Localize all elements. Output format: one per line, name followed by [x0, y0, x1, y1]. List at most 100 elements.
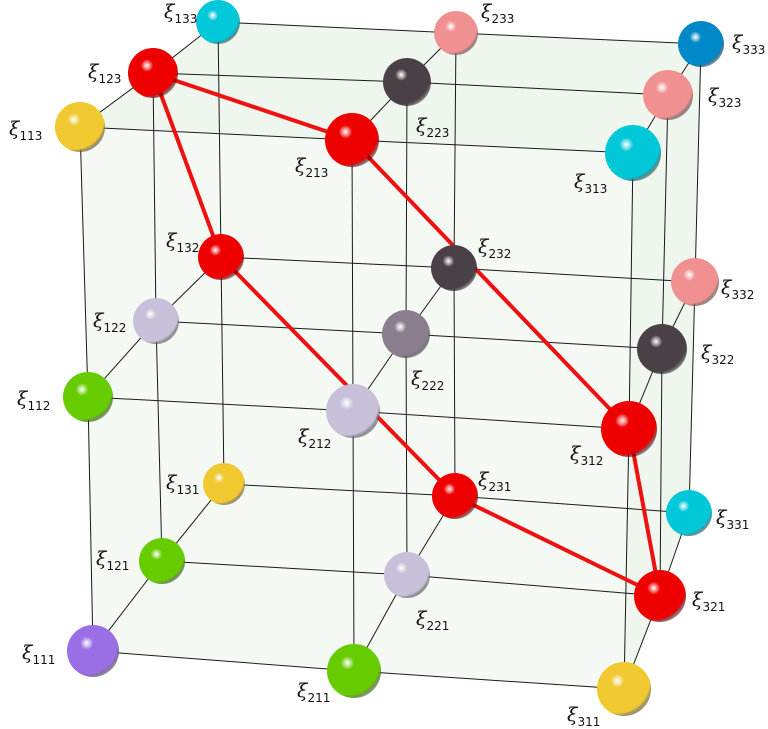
label-subscript: 333 — [742, 43, 765, 57]
grid-edge — [351, 139, 354, 412]
label-symbol: ξ — [295, 155, 307, 177]
grid-edge — [79, 126, 89, 398]
node-211-sphere — [327, 644, 381, 698]
label-subscript: 133 — [174, 12, 197, 26]
grid-edge — [351, 139, 634, 154]
grid-edge — [453, 267, 456, 497]
node-321-sphere — [634, 570, 686, 622]
grid-edge — [405, 333, 408, 576]
grid-edge — [352, 410, 355, 672]
node-211-label: ξ211 — [297, 680, 330, 705]
node-133-label: ξ133 — [164, 1, 197, 26]
label-symbol: ξ — [716, 507, 728, 529]
node-223-label: ξ223 — [416, 115, 449, 140]
label-subscript: 231 — [488, 480, 511, 494]
grid-edge — [455, 32, 702, 45]
grid-edge — [220, 256, 225, 485]
grid-edge — [694, 43, 702, 283]
grid-edge — [688, 281, 696, 514]
node-132-sphere — [198, 234, 244, 280]
label-subscript: 222 — [421, 379, 444, 393]
label-subscript: 321 — [702, 600, 725, 614]
node-222-sphere — [382, 310, 430, 358]
node-213-sphere — [325, 113, 379, 167]
grid-edge — [454, 495, 690, 514]
label-subscript: 323 — [718, 96, 741, 110]
label-symbol: ξ — [416, 115, 428, 137]
node-122-sphere — [133, 298, 179, 344]
label-subscript: 223 — [426, 126, 449, 140]
label-symbol: ξ — [166, 472, 178, 494]
node-131-sphere — [203, 463, 245, 505]
node-123-sphere — [128, 48, 178, 98]
label-subscript: 221 — [426, 619, 449, 633]
grid-edge — [155, 320, 163, 562]
grid-edge — [79, 126, 353, 141]
node-113-sphere — [55, 102, 105, 152]
label-symbol: ξ — [298, 426, 310, 448]
grid-edge — [353, 670, 625, 690]
label-symbol: ξ — [732, 32, 744, 54]
node-222-label: ξ222 — [411, 368, 444, 393]
label-symbol: ξ — [22, 642, 34, 664]
node-331-sphere — [666, 490, 712, 536]
node-213-label: ξ213 — [295, 155, 328, 180]
grid-edge — [659, 348, 663, 597]
node-321-label: ξ321 — [692, 589, 725, 614]
label-subscript: 111 — [32, 653, 55, 667]
node-233-label: ξ233 — [481, 1, 514, 26]
label-symbol: ξ — [692, 589, 704, 611]
node-313-label: ξ313 — [574, 171, 607, 196]
grid-edge — [152, 72, 157, 322]
node-133-sphere — [196, 0, 240, 44]
node-121-label: ξ121 — [96, 548, 129, 573]
label-subscript: 123 — [98, 72, 121, 86]
label-symbol: ξ — [708, 85, 720, 107]
grid-edge — [623, 428, 630, 690]
label-subscript: 131 — [176, 483, 199, 497]
label-subscript: 211 — [307, 691, 330, 705]
label-subscript: 233 — [491, 12, 514, 26]
node-313-sphere — [605, 125, 661, 181]
node-131-label: ξ131 — [166, 472, 199, 497]
label-subscript: 311 — [577, 715, 600, 729]
grid-edge — [223, 483, 456, 497]
label-symbol: ξ — [567, 704, 579, 726]
label-subscript: 213 — [305, 166, 328, 180]
label-subscript: 112 — [27, 399, 50, 413]
grid-edge — [220, 256, 455, 269]
node-212-sphere — [326, 384, 380, 438]
label-symbol: ξ — [478, 236, 490, 258]
node-121-sphere — [139, 538, 185, 584]
grid-edge — [352, 410, 630, 430]
grid-edge — [152, 72, 408, 83]
label-subscript: 113 — [19, 129, 42, 143]
node-132-label: ξ132 — [166, 230, 199, 255]
label-symbol: ξ — [481, 1, 493, 23]
grid-edge — [217, 21, 457, 34]
node-112-label: ξ112 — [17, 388, 50, 413]
label-symbol: ξ — [164, 1, 176, 23]
grid-edge — [87, 396, 94, 652]
node-322-label: ξ322 — [701, 342, 734, 367]
grid-edge — [217, 21, 222, 258]
label-symbol: ξ — [478, 469, 490, 491]
node-332-label: ξ332 — [721, 277, 754, 302]
node-333-sphere — [678, 21, 724, 67]
grid-edge — [453, 32, 457, 269]
node-123-label: ξ123 — [88, 61, 121, 86]
label-subscript: 332 — [731, 288, 754, 302]
label-symbol: ξ — [9, 118, 21, 140]
node-233-sphere — [434, 11, 478, 55]
label-subscript: 232 — [488, 247, 511, 261]
label-symbol: ξ — [88, 61, 100, 83]
grid-edge — [405, 81, 408, 335]
label-symbol: ξ — [411, 368, 423, 390]
label-subscript: 313 — [584, 182, 607, 196]
label-symbol: ξ — [570, 443, 582, 465]
label-symbol: ξ — [166, 230, 178, 252]
grid-edge — [453, 267, 696, 283]
node-221-sphere — [384, 552, 430, 598]
node-111-sphere — [67, 625, 119, 677]
